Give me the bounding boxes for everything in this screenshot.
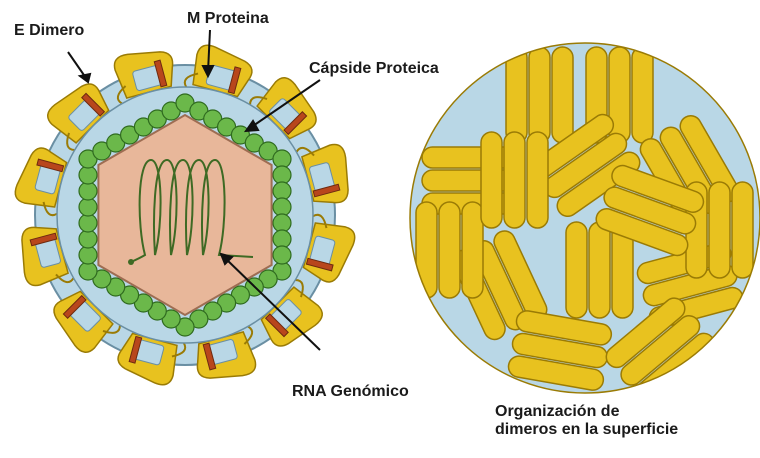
capsid-protein [273,246,291,264]
capsid-protein [273,182,291,200]
capsid-protein [79,230,97,248]
surface-e-dimer [732,182,753,278]
capsid-protein [79,262,97,280]
surface-e-dimer [552,47,573,143]
surface-e-dimer [632,47,653,143]
capsid-protein [273,230,291,248]
e-dimer-raft [481,132,548,228]
capsid-protein [79,214,97,232]
virion-surface-view [410,43,760,407]
capsid-protein [79,166,97,184]
surface-e-dimer [566,222,587,318]
surface-e-dimer [529,47,550,143]
surface-e-dimer [527,132,548,228]
capsid-label: Cápside Proteica [309,60,439,78]
rna-end [128,259,134,265]
surface-e-dimer [504,132,525,228]
e-dimer-raft [416,202,483,298]
e-dimer-arrowhead [80,74,90,82]
capsid-protein [273,166,291,184]
capsid-protein [79,182,97,200]
e-dimer-raft [506,47,573,143]
capsid-protein [273,214,291,232]
caption-line-2: dimeros en la superficie [495,421,678,439]
surface-e-dimer [462,202,483,298]
surface-e-dimer [481,132,502,228]
surface-e-dimer [709,182,730,278]
surface-e-dimer [416,202,437,298]
capsid-protein [273,198,291,216]
capsid-protein [79,198,97,216]
capsid-protein [79,246,97,264]
caption-line-1: Organización de [495,403,678,421]
capsid-protein [273,150,291,168]
e-dimer-label: E Dimero [14,22,84,40]
m-protein-label: M Proteina [187,10,269,28]
surface-e-dimer [506,47,527,143]
e-dimer-pointer [68,52,86,78]
surface-e-dimer [589,222,610,318]
genomic-rna-label: RNA Genómico [292,383,409,401]
surface-e-dimer [439,202,460,298]
surface-organization-caption: Organización de dimeros en la superficie [495,403,678,440]
